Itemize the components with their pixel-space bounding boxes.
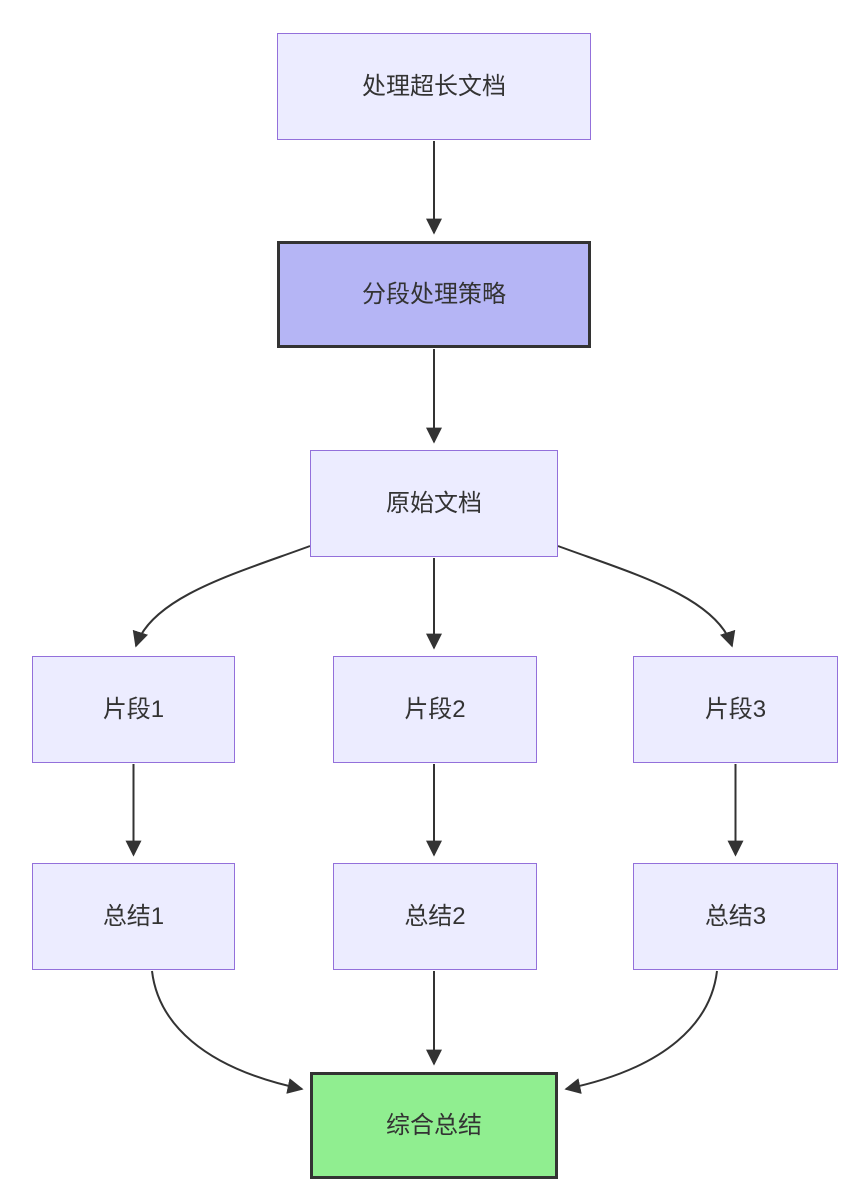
- edge-c-d1: [132, 545, 311, 648]
- node-original-doc-label: 原始文档: [386, 489, 482, 517]
- edge-e3-f: [564, 970, 718, 1094]
- node-fragment-2: 片段2: [333, 656, 537, 763]
- node-fragment-3-label: 片段3: [704, 695, 767, 723]
- node-summary-3: 总结3: [633, 863, 838, 970]
- node-fragment-3: 片段3: [633, 656, 838, 763]
- node-final-summary: 综合总结: [310, 1072, 558, 1179]
- node-fragment-2-label: 片段2: [404, 695, 466, 723]
- node-segmentation-strategy: 分段处理策略: [277, 241, 591, 348]
- node-summary-1: 总结1: [32, 863, 235, 970]
- edge-e1-f: [151, 970, 304, 1094]
- node-summary-2-label: 总结2: [404, 902, 466, 930]
- node-summary-3-label: 总结3: [704, 902, 767, 930]
- node-summary-2: 总结2: [333, 863, 537, 970]
- node-original-doc: 原始文档: [310, 450, 558, 557]
- node-fragment-1: 片段1: [32, 656, 235, 763]
- node-process-long-doc: 处理超长文档: [277, 33, 591, 140]
- node-summary-1-label: 总结1: [102, 902, 165, 930]
- edge-c-d3: [557, 545, 736, 648]
- node-fragment-1-label: 片段1: [102, 695, 165, 723]
- node-process-long-doc-label: 处理超长文档: [362, 72, 506, 100]
- node-segmentation-strategy-label: 分段处理策略: [362, 280, 506, 308]
- node-final-summary-label: 综合总结: [386, 1111, 482, 1139]
